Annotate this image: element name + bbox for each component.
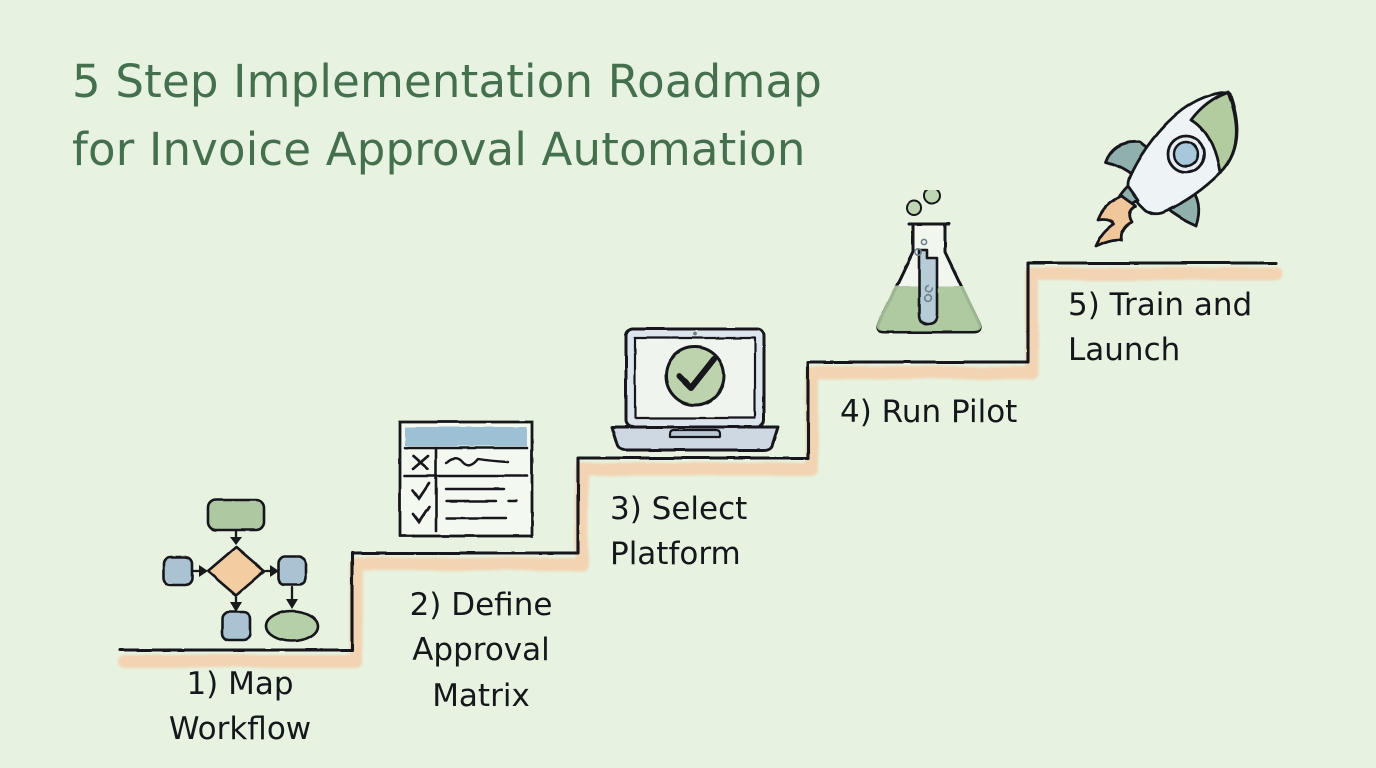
flowchart-task-right <box>276 555 308 587</box>
laptop-check-icon <box>604 326 786 454</box>
flask-inner-bubble-2 <box>913 247 922 256</box>
step-label-3: 3) Select Platform <box>610 491 748 573</box>
matrix-marks <box>411 454 431 525</box>
rocket-window-inner <box>1172 140 1200 168</box>
matrix-header-bar <box>405 427 527 446</box>
flask-icon <box>866 187 992 338</box>
flowchart-task-left <box>162 555 194 587</box>
page-title-line-1: 5 Step Implementation Roadmap <box>72 55 823 108</box>
rocket-flame <box>1094 194 1138 248</box>
page-title-line-2: for Invoice Approval Automation <box>72 122 806 176</box>
flowchart-start-node <box>206 498 266 532</box>
flowchart-connectors <box>191 529 298 612</box>
matrix-gridlines <box>403 446 529 533</box>
step-label-2: 2) Define Approval Matrix <box>409 587 553 714</box>
rocket-nose-cone <box>1189 90 1238 175</box>
flask-inner-bubble-3 <box>923 293 933 303</box>
matrix-content-lines <box>444 457 518 520</box>
flask-bubble-2 <box>923 187 941 205</box>
flowchart-decision-node <box>206 545 266 597</box>
laptop-base <box>610 425 780 452</box>
flask-bubble-1 <box>906 200 922 216</box>
flask-inner-bubble-1 <box>920 238 928 246</box>
staircase-shadow <box>117 267 1283 668</box>
laptop-check-mark <box>676 356 717 391</box>
flowchart-end-node <box>264 609 320 643</box>
laptop-check-circle <box>664 345 726 407</box>
approval-matrix-icon <box>396 418 536 540</box>
staircase-ink <box>118 261 1278 652</box>
flask-test-tube <box>917 248 939 326</box>
laptop-camera-dot <box>693 332 697 336</box>
laptop-trackpad <box>668 428 722 439</box>
flask-inner-bubble-4 <box>924 284 934 293</box>
flowchart-icon <box>160 495 325 645</box>
flowchart-task-bottom <box>220 610 252 642</box>
step-label-5: 5) Train and Launch <box>1068 287 1253 369</box>
rocket-icon <box>1092 80 1242 248</box>
step-label-4: 4) Run Pilot <box>840 394 1018 430</box>
step-label-1: 1) Map Workflow <box>168 666 312 748</box>
page-title: 5 Step Implementation Roadmap for Invoic… <box>72 48 952 183</box>
